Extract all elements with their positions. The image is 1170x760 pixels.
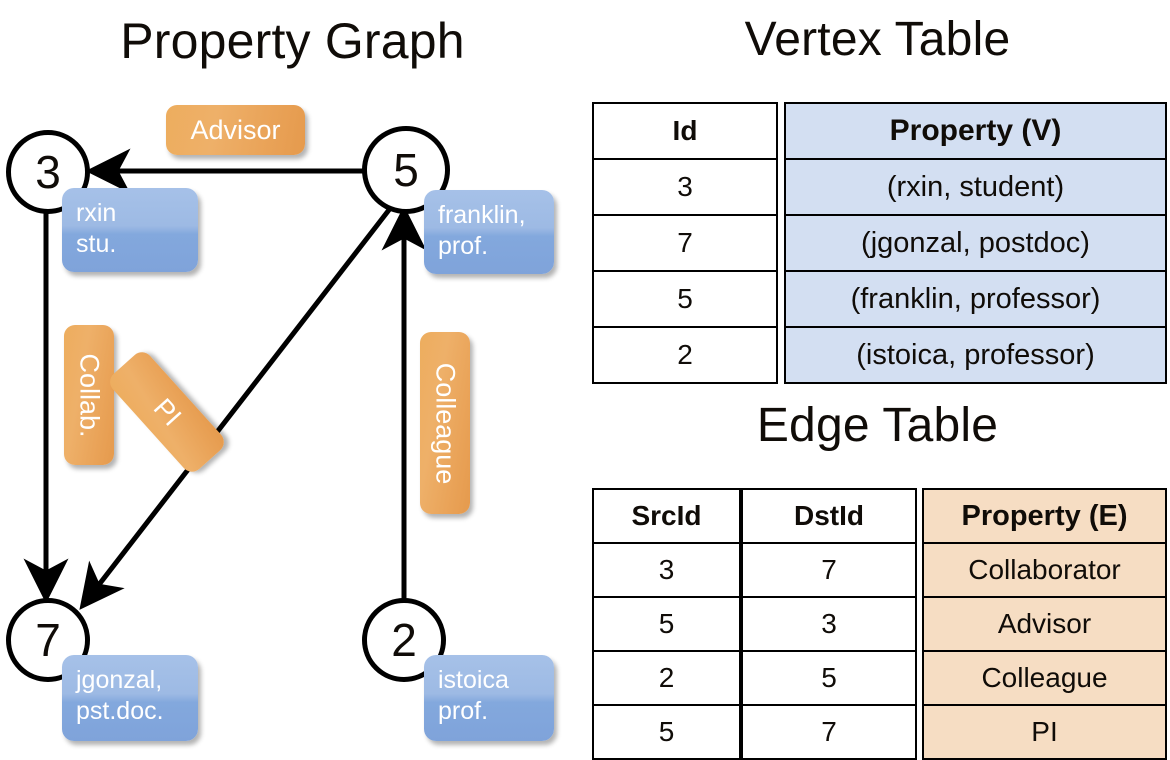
table-row: 2 xyxy=(592,650,741,706)
vertex-property-line-2: pst.doc. xyxy=(76,697,164,726)
edge-table-srcid-column: SrcId 3 5 2 5 xyxy=(592,488,741,760)
vertex-property-line-1: rxin xyxy=(76,199,117,227)
edge-table-header-property: Property (E) xyxy=(922,488,1167,544)
property-graph-diagram: 3 5 7 2 rxin stu. franklin, prof. jgonza… xyxy=(6,105,554,741)
edge-property-cell: Collaborator xyxy=(922,542,1167,598)
vertex-property-cell: (istoica, professor) xyxy=(784,326,1167,384)
vertex-property-line-2: prof. xyxy=(438,232,489,261)
table-row: 5 xyxy=(592,270,778,328)
graph-node-7-label: 7 xyxy=(35,614,61,666)
table-row: Collaborator xyxy=(922,542,1167,598)
table-header-row: Property (V) xyxy=(784,102,1167,160)
graph-node-2[interactable]: 2 xyxy=(362,598,446,682)
edge-table-header-srcid: SrcId xyxy=(592,488,741,544)
page-title-vertex-table: Vertex Table xyxy=(744,13,1011,66)
edge-table-dstid-column: DstId 7 3 5 7 xyxy=(741,488,917,760)
edge-label-colleague-text: Colleague xyxy=(430,362,461,484)
edge-label-advisor: Advisor xyxy=(166,105,305,155)
graph-node-3-label: 3 xyxy=(35,146,61,198)
table-row: 3 xyxy=(741,596,917,652)
vertex-table-header-property: Property (V) xyxy=(784,102,1167,160)
edge-5-to-7 xyxy=(79,204,394,610)
table-row: Advisor xyxy=(922,596,1167,652)
edge-label-collab: Collab. xyxy=(64,325,114,465)
edge-dst-cell: 3 xyxy=(741,596,917,652)
table-row: 5 xyxy=(592,596,741,652)
table-row: 7 xyxy=(592,214,778,272)
edge-property-cell: PI xyxy=(922,704,1167,760)
edge-dst-cell: 7 xyxy=(741,704,917,760)
vertex-table-property-column: Property (V) (rxin, student) (jgonzal, p… xyxy=(784,102,1167,384)
table-row: 3 xyxy=(592,158,778,216)
table-row: 7 xyxy=(741,704,917,760)
vertex-property-box-franklin: franklin, prof. xyxy=(424,190,554,274)
edge-label-pi-text: PI xyxy=(147,392,188,432)
vertex-property-cell: (franklin, professor) xyxy=(784,270,1167,328)
table-header-row: SrcId xyxy=(592,488,741,544)
graph-edges-svg xyxy=(23,148,427,610)
table-row: (jgonzal, postdoc) xyxy=(784,214,1167,272)
page-title-edge-table: Edge Table xyxy=(756,399,999,452)
vertex-table-header-id: Id xyxy=(592,102,778,160)
table-row: 5 xyxy=(741,650,917,706)
vertex-property-line-2: prof. xyxy=(438,697,489,726)
table-header-row: DstId xyxy=(741,488,917,544)
edge-table-header-dstid: DstId xyxy=(741,488,917,544)
vertex-property-box-jgonzal: jgonzal, pst.doc. xyxy=(62,655,198,741)
table-row: 7 xyxy=(741,542,917,598)
vertex-property-line-1: jgonzal, xyxy=(76,666,163,694)
vertex-property-cell: (rxin, student) xyxy=(784,158,1167,216)
table-row: (rxin, student) xyxy=(784,158,1167,216)
edge-table-property-column: Property (E) Collaborator Advisor Collea… xyxy=(922,488,1167,760)
vertex-table-id-column: Id 3 7 5 2 xyxy=(592,102,778,384)
edge-dst-cell: 5 xyxy=(741,650,917,706)
vertex-property-line-1: franklin, xyxy=(438,201,526,229)
edge-label-advisor-text: Advisor xyxy=(190,114,281,145)
edge-property-cell: Advisor xyxy=(922,596,1167,652)
page-title-property-graph: Property Graph xyxy=(120,13,465,69)
vertex-property-line-2: stu. xyxy=(76,230,117,259)
table-row: 3 xyxy=(592,542,741,598)
table-header-row: Id xyxy=(592,102,778,160)
graph-node-2-label: 2 xyxy=(391,614,417,666)
graph-node-5-label: 5 xyxy=(393,144,419,196)
vertex-id-cell: 5 xyxy=(592,270,778,328)
table-row: 2 xyxy=(592,326,778,384)
edge-src-cell: 3 xyxy=(592,542,741,598)
table-row: PI xyxy=(922,704,1167,760)
vertex-property-cell: (jgonzal, postdoc) xyxy=(784,214,1167,272)
edge-label-collab-text: Collab. xyxy=(74,352,105,438)
edge-property-cell: Colleague xyxy=(922,650,1167,706)
table-row: (franklin, professor) xyxy=(784,270,1167,328)
table-header-row: Property (E) xyxy=(922,488,1167,544)
table-row: 5 xyxy=(592,704,741,760)
vertex-id-cell: 7 xyxy=(592,214,778,272)
edge-src-cell: 5 xyxy=(592,704,741,760)
edge-dst-cell: 7 xyxy=(741,542,917,598)
edge-src-cell: 5 xyxy=(592,596,741,652)
vertex-property-box-rxin: rxin stu. xyxy=(62,188,198,272)
edge-src-cell: 2 xyxy=(592,650,741,706)
vertex-property-line-1: istoica xyxy=(438,666,509,694)
edge-label-colleague: Colleague xyxy=(420,332,470,514)
vertex-id-cell: 3 xyxy=(592,158,778,216)
table-row: Colleague xyxy=(922,650,1167,706)
vertex-id-cell: 2 xyxy=(592,326,778,384)
vertex-property-box-istoica: istoica prof. xyxy=(424,655,554,741)
table-row: (istoica, professor) xyxy=(784,326,1167,384)
